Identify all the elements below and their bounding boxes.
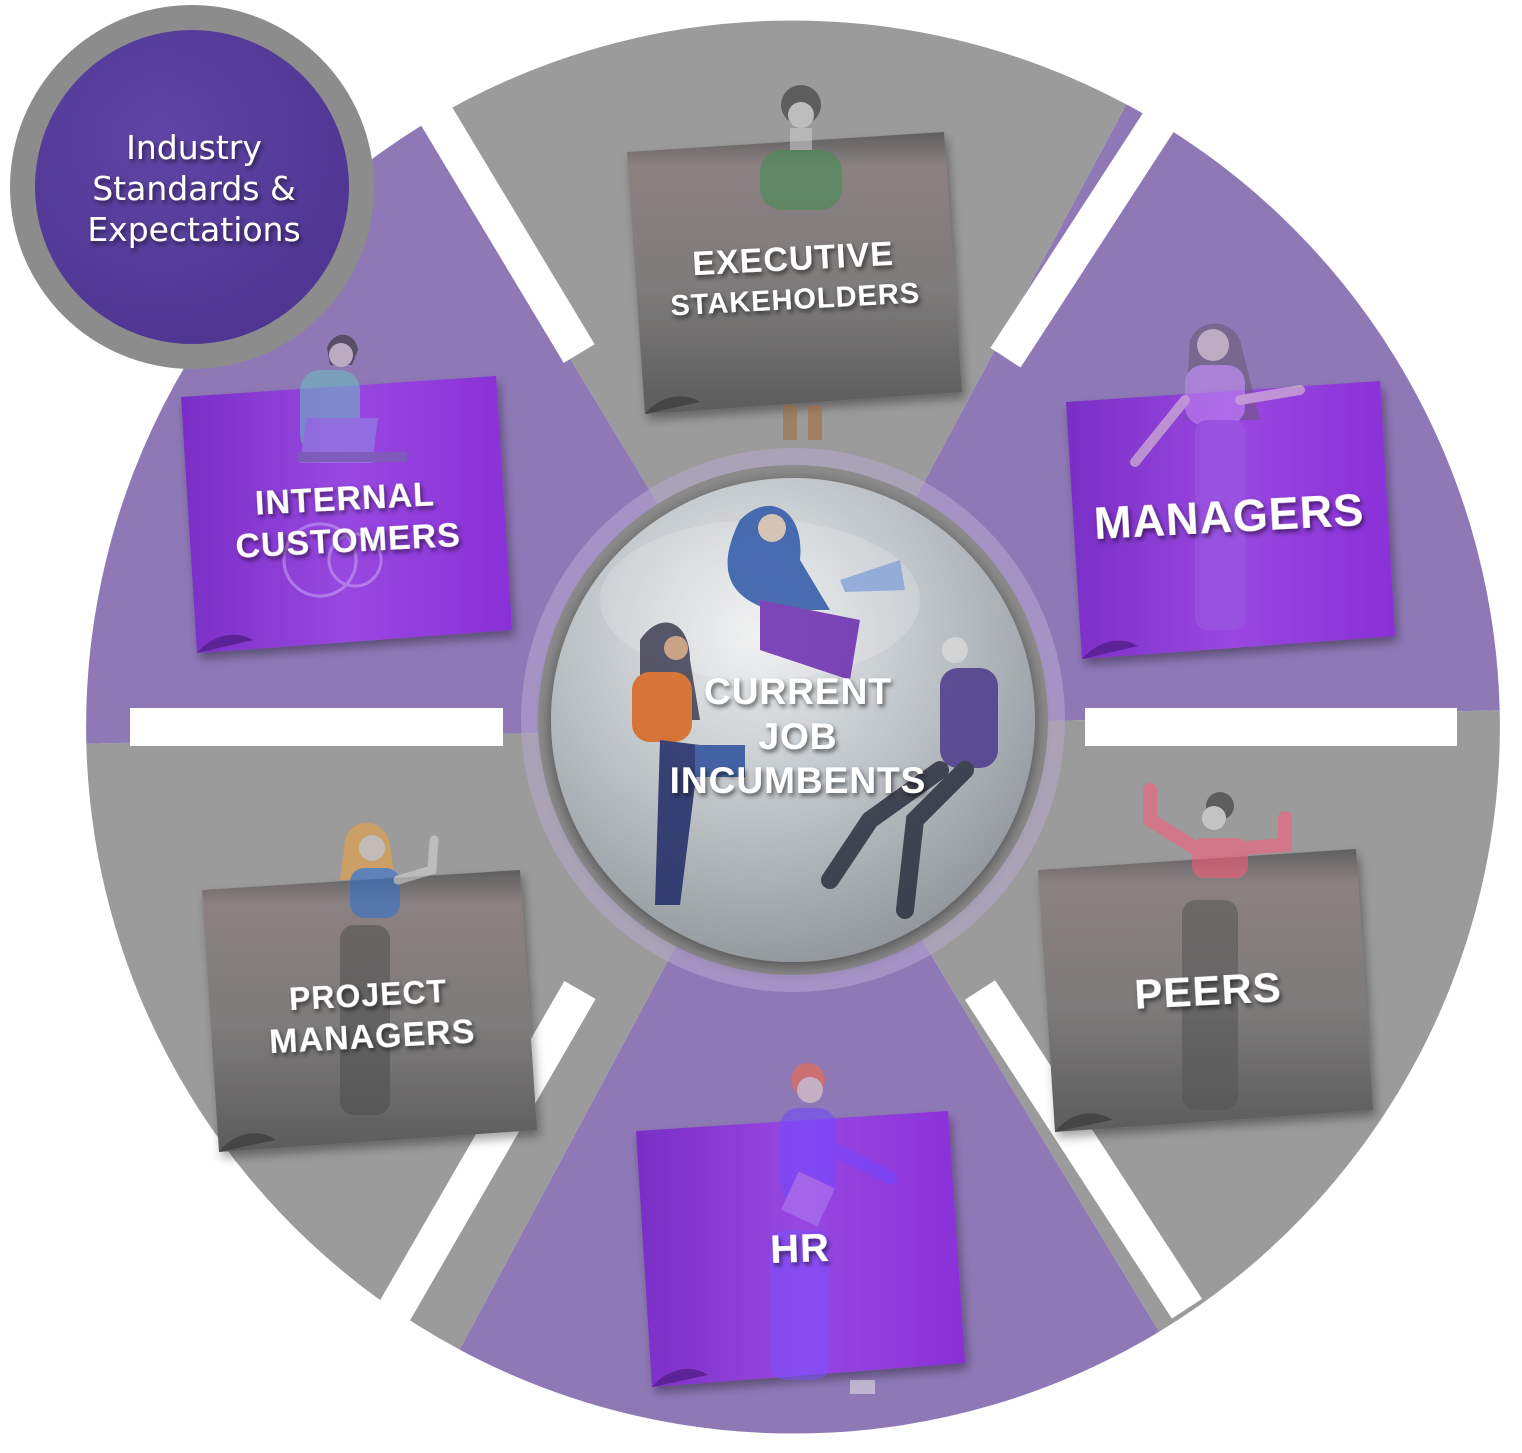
segment-dividers [130, 14, 1457, 1329]
person-peers-illustration [1143, 783, 1292, 1110]
divider-bar [365, 14, 595, 363]
badge-line-3: Expectations [87, 210, 300, 249]
label-center-line-2: JOB [758, 716, 837, 757]
label-project-managers-line-1: PROJECT [288, 973, 448, 1017]
label-internal-customers-line-1: INTERNAL [254, 475, 436, 522]
label-center-line-1: CURRENT [704, 671, 892, 712]
hub-people-illustration [632, 505, 998, 919]
person-internal-customers-illustration [282, 334, 407, 598]
center-hub[interactable] [521, 448, 1065, 992]
divider-bar [990, 25, 1231, 368]
badge-circle [35, 30, 349, 344]
badge-line-1: Industry [126, 128, 262, 167]
person-project-managers-illustration [340, 822, 439, 1115]
person-hr-illustration [770, 1063, 897, 1394]
person-illustrations [282, 85, 1305, 1394]
divider-bar [374, 981, 596, 1329]
divider-bar [964, 980, 1203, 1319]
label-center-line-3: INCUMBENTS [670, 760, 927, 801]
person-managers-illustration [1130, 323, 1305, 630]
divider-bar [1085, 708, 1457, 746]
badge-line-2: Standards & [92, 169, 296, 208]
label-hr: HR [769, 1226, 830, 1272]
person-executive-illustration [760, 85, 842, 440]
industry-standards-badge[interactable]: Industry Standards & Expectations [10, 5, 374, 369]
card-internal-customers [181, 376, 512, 653]
center-label: CURRENT JOB INCUMBENTS [670, 671, 927, 801]
divider-bar [130, 708, 503, 746]
label-peers: PEERS [1133, 963, 1283, 1018]
card-executive [627, 132, 962, 414]
